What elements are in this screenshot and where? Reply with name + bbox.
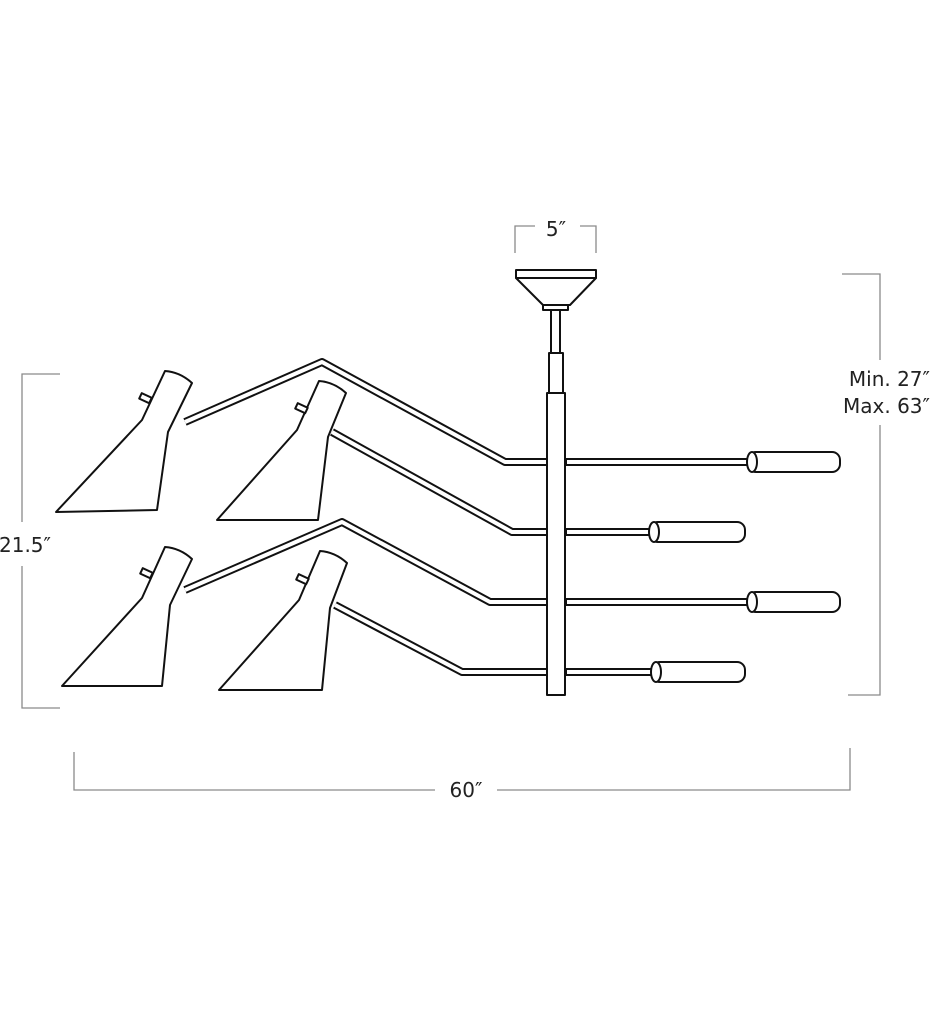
counterweight-arm-2 bbox=[565, 521, 746, 543]
shade-lower-back bbox=[61, 546, 193, 687]
counterweight-arm-1 bbox=[565, 451, 841, 473]
arm-upper-front bbox=[330, 428, 547, 536]
arm-lower-front bbox=[333, 601, 547, 676]
stem bbox=[546, 309, 566, 696]
right-arms bbox=[565, 451, 841, 683]
overall-width-label: 60″ bbox=[450, 778, 483, 802]
counterweight-arm-3 bbox=[565, 591, 841, 613]
shade-upper-front bbox=[216, 380, 347, 521]
canopy-width-dimension: 5″ bbox=[514, 217, 597, 253]
shade-upper-back bbox=[55, 370, 193, 513]
canopy-width-label: 5″ bbox=[546, 217, 566, 241]
counterweight-arm-4 bbox=[565, 661, 746, 683]
overall-width-dimension: 60″ bbox=[73, 748, 851, 802]
fixture-height-dimension: 21.5″ bbox=[0, 373, 60, 709]
shade-lower-front bbox=[218, 550, 348, 691]
overall-height-max-label: Max. 63″ bbox=[843, 394, 930, 418]
fixture-height-label: 21.5″ bbox=[0, 533, 51, 557]
left-arms bbox=[183, 358, 547, 676]
canopy bbox=[515, 269, 597, 311]
arm-upper-back bbox=[183, 358, 547, 466]
overall-height-min-label: Min. 27″ bbox=[849, 367, 930, 391]
arm-lower-back bbox=[183, 518, 547, 606]
overall-height-dimension: Min. 27″ Max. 63″ bbox=[842, 273, 930, 696]
lamp-shades bbox=[55, 370, 348, 691]
